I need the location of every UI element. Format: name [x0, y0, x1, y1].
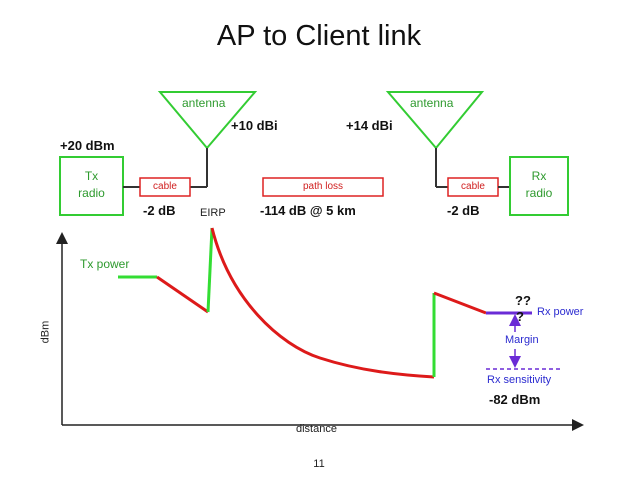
x-axis-label: distance	[296, 423, 337, 435]
path-loss-label: path loss	[302, 181, 344, 192]
rx-sensitivity-label: Rx sensitivity	[487, 374, 552, 386]
page-number: 11	[313, 458, 325, 470]
tx-antenna-icon	[157, 91, 258, 150]
tx-cable-box	[139, 177, 191, 197]
rx-cable-label: cable	[461, 181, 485, 192]
tx-antenna-gain-value: +10 dBi	[231, 118, 278, 133]
rx-radio-label: Rx radio	[525, 169, 553, 200]
tx-cable-label: cable	[153, 181, 177, 192]
unknown-value-line2: ?	[516, 309, 524, 324]
tx-power-value: +20 dBm	[60, 138, 115, 153]
tx-cable-loss-value: -2 dB	[143, 203, 176, 218]
rx-antenna-label: antenna	[410, 96, 454, 110]
path-loss-value: -114 dB @ 5 km	[260, 203, 356, 218]
tx-antenna-gain-rise	[206, 227, 214, 313]
tx-power-graph-label: Tx power	[80, 257, 130, 271]
rx-antenna-icon	[385, 91, 485, 150]
slide-title: AP to Client link	[216, 20, 422, 52]
y-axis-label: dBm	[39, 320, 52, 344]
rx-cable-drop	[433, 291, 487, 315]
eirp-label: EIRP	[200, 207, 226, 219]
rx-antenna-gain-value: +14 dBi	[346, 118, 393, 133]
tx-radio-label: Tx radio	[78, 169, 105, 200]
rx-cable-loss-value: -2 dB	[447, 203, 480, 218]
tx-cable-drop	[156, 275, 209, 314]
unknown-value-line1: ??	[515, 293, 531, 308]
rx-radio-box	[509, 156, 569, 216]
path-loss-curve	[210, 227, 435, 379]
rx-power-graph-label: Rx power	[537, 306, 584, 318]
rx-sensitivity-value: -82 dBm	[489, 392, 541, 407]
tx-antenna-label: antenna	[182, 96, 226, 110]
path-loss-box	[262, 177, 384, 197]
margin-label: Margin	[505, 334, 539, 346]
